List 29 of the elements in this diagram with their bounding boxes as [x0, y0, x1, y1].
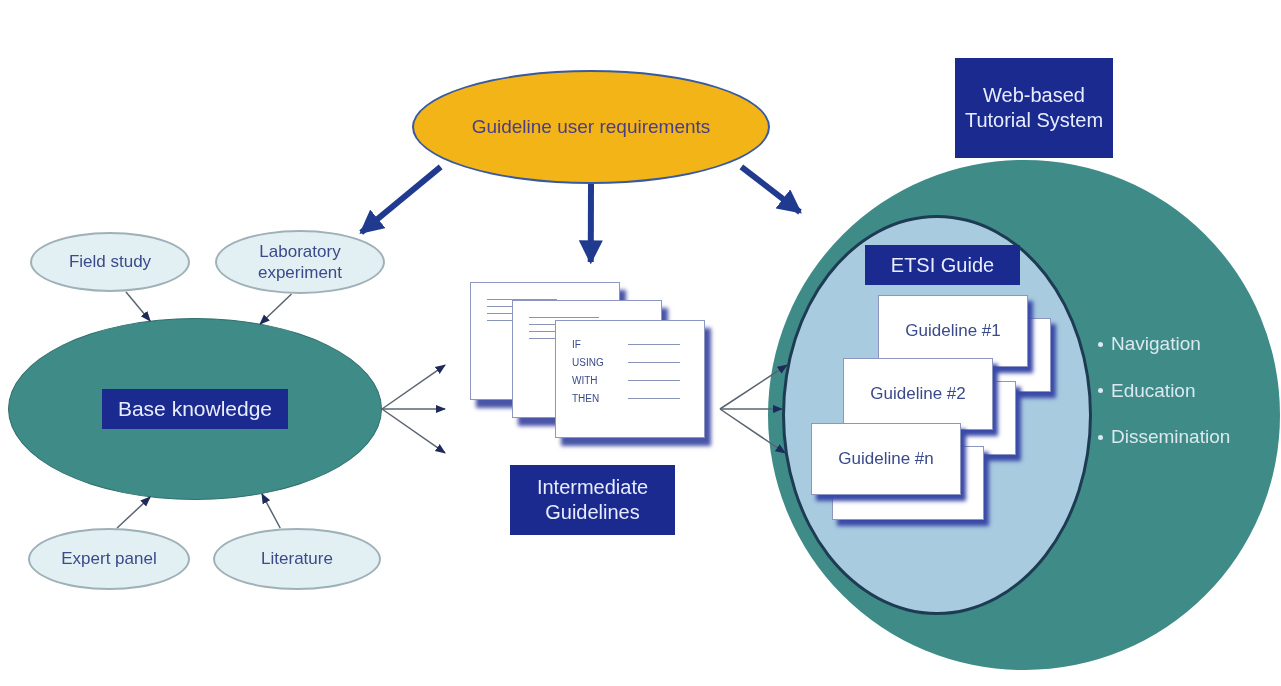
heading-label: Base knowledge [101, 389, 289, 429]
feature-item: Navigation [1111, 332, 1201, 356]
arrow [381, 364, 446, 410]
arrow [719, 408, 786, 454]
arrow [381, 404, 447, 414]
source-ellipse: Laboratory experiment [215, 230, 385, 294]
heading-label: ETSI Guide [865, 245, 1020, 285]
requirements-ellipse: Guideline user requirements [412, 70, 770, 184]
source-ellipse: Field study [30, 232, 190, 292]
arrow [381, 408, 446, 454]
arrow [719, 404, 784, 414]
arrow [261, 493, 281, 529]
arrow [116, 496, 151, 529]
source-ellipse: Expert panel [28, 528, 190, 590]
arrow [739, 164, 802, 215]
document-text: WITH [572, 374, 599, 388]
arrow [259, 293, 293, 325]
heading-label: Intermediate Guidelines [510, 465, 675, 535]
document-text: USING [572, 356, 605, 370]
arrow [359, 164, 443, 235]
document-text: THEN [572, 392, 601, 406]
document-text: IF [572, 338, 582, 352]
arrow [125, 291, 151, 322]
heading-label: Web-based Tutorial System [955, 58, 1113, 158]
arrow [719, 364, 788, 410]
arrow [578, 184, 603, 265]
feature-item: Dissemination [1111, 425, 1231, 449]
feature-item: Education [1111, 378, 1196, 403]
source-ellipse: Literature [213, 528, 381, 590]
